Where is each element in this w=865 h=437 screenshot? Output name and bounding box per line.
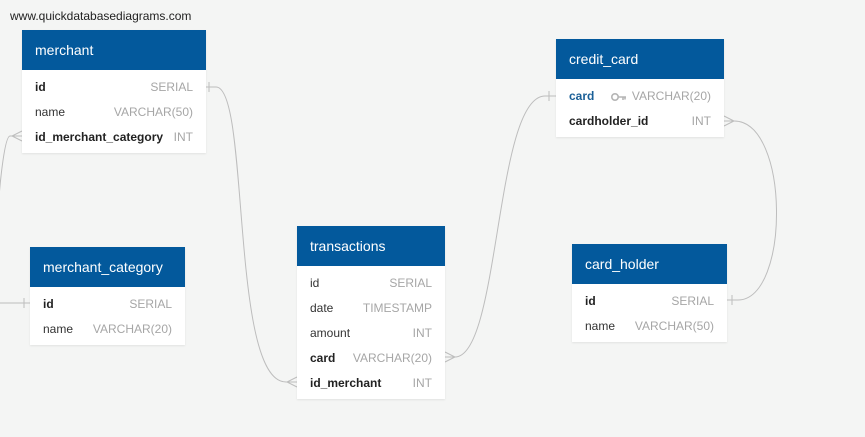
column-type: VARCHAR(20) (631, 88, 711, 103)
column-row[interactable]: id_merchant_category INT (22, 124, 206, 149)
column-row[interactable]: id SERIAL (572, 288, 727, 313)
column-type: VARCHAR(50) (113, 104, 193, 119)
column-type: VARCHAR(20) (352, 350, 432, 365)
column-name: card (569, 88, 595, 103)
column-row[interactable]: name VARCHAR(50) (572, 313, 727, 338)
column-type: VARCHAR(20) (92, 321, 172, 336)
column-row[interactable]: amount INT (297, 320, 445, 345)
column-name: name (585, 318, 616, 333)
column-row[interactable]: date TIMESTAMP (297, 295, 445, 320)
column-row[interactable]: name VARCHAR(50) (22, 99, 206, 124)
column-name: id (35, 79, 46, 94)
column-name: id (43, 296, 54, 311)
table-transactions[interactable]: transactions id SERIAL date TIMESTAMP am… (297, 226, 445, 399)
table-merchant-category[interactable]: merchant_category id SERIAL name VARCHAR… (30, 247, 185, 345)
link-merchant-transactions (206, 86, 297, 383)
column-name: name (43, 321, 74, 336)
column-name: id (585, 293, 596, 308)
column-name: date (310, 300, 334, 315)
column-row[interactable]: id SERIAL (22, 74, 206, 99)
column-name: name (35, 104, 66, 119)
column-type: INT (173, 129, 193, 144)
column-row[interactable]: id SERIAL (297, 270, 445, 295)
table-card-holder[interactable]: card_holder id SERIAL name VARCHAR(50) (572, 244, 727, 342)
column-type: INT (691, 113, 711, 128)
column-row[interactable]: name VARCHAR(20) (30, 316, 185, 341)
column-type: SERIAL (129, 296, 172, 311)
key-icon (610, 91, 627, 101)
column-row[interactable]: id_merchant INT (297, 370, 445, 395)
column-name: id (310, 275, 320, 290)
link-merchant-category (0, 135, 30, 304)
column-name: card (310, 350, 336, 365)
column-name: id_merchant (310, 375, 382, 390)
column-name: cardholder_id (569, 113, 649, 128)
column-row[interactable]: card VARCHAR(20) (556, 83, 724, 108)
column-type: TIMESTAMP (362, 300, 432, 315)
table-title[interactable]: merchant_category (30, 247, 185, 287)
column-row[interactable]: cardholder_id INT (556, 108, 724, 133)
column-type: SERIAL (150, 79, 193, 94)
table-title[interactable]: card_holder (572, 244, 727, 284)
watermark-url: www.quickdatabasediagrams.com (10, 9, 192, 23)
table-title[interactable]: transactions (297, 226, 445, 266)
link-transactions-creditcard (445, 95, 556, 358)
column-row[interactable]: id SERIAL (30, 291, 185, 316)
column-type: SERIAL (671, 293, 714, 308)
column-name: id_merchant_category (35, 129, 164, 144)
column-type: SERIAL (389, 275, 432, 290)
column-row[interactable]: card VARCHAR(20) (297, 345, 445, 370)
column-name: amount (310, 325, 351, 340)
table-title[interactable]: credit_card (556, 39, 724, 79)
table-title[interactable]: merchant (22, 30, 206, 70)
table-merchant[interactable]: merchant id SERIAL name VARCHAR(50) id_m… (22, 30, 206, 153)
column-type: INT (412, 325, 432, 340)
link-creditcard-cardholder (724, 120, 777, 301)
column-type: VARCHAR(50) (634, 318, 714, 333)
column-type: INT (412, 375, 432, 390)
table-credit-card[interactable]: credit_card card VARCHAR(20) cardholder_… (556, 39, 724, 137)
